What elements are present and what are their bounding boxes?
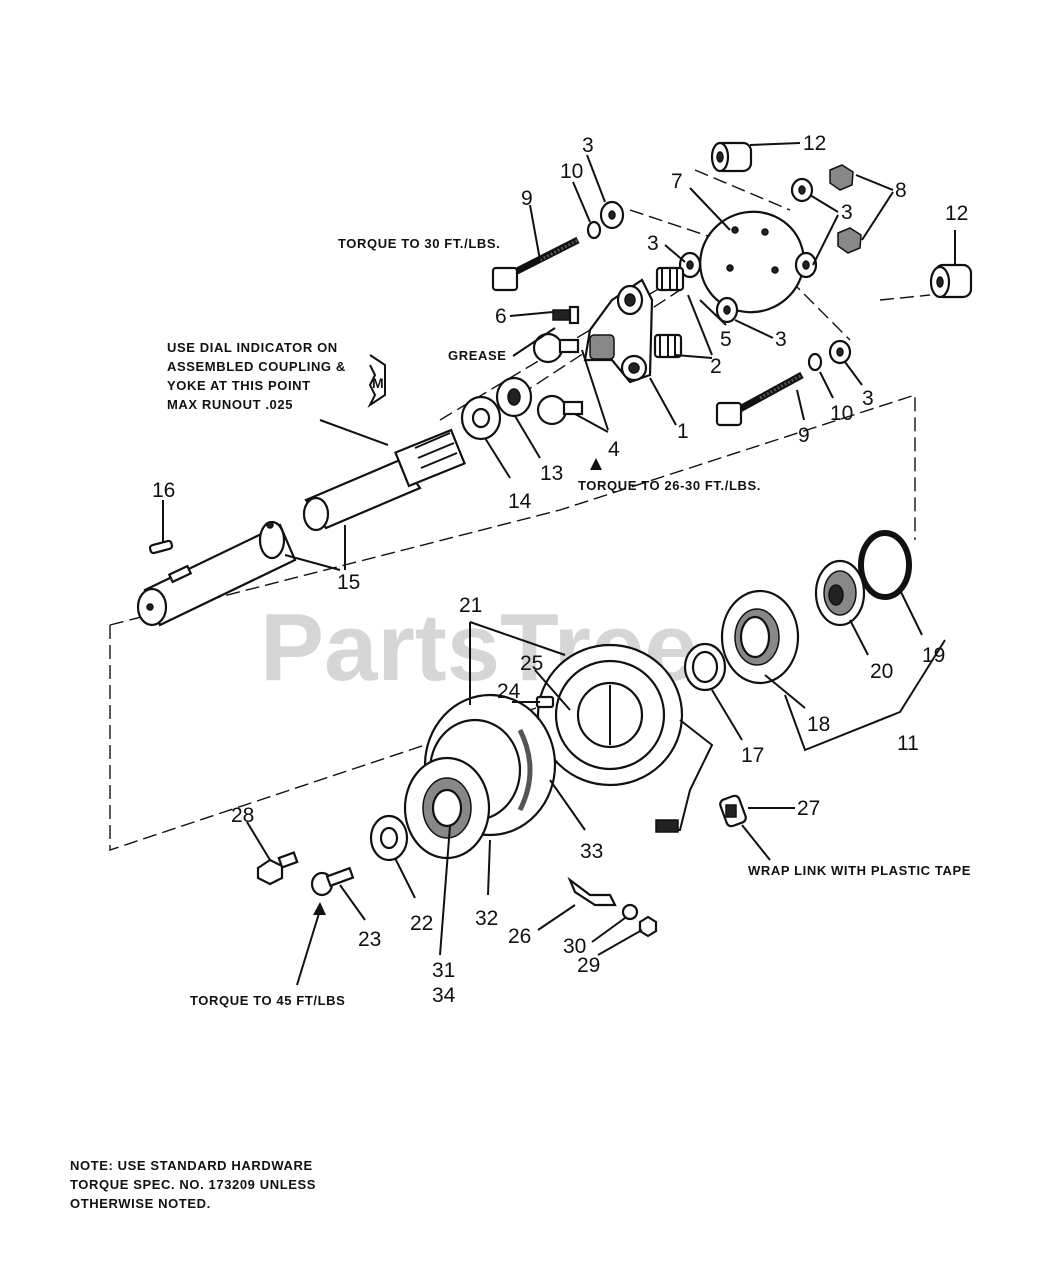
part-26-bracket <box>567 876 617 907</box>
callout-23: 23 <box>358 928 381 951</box>
callout-34: 34 <box>432 984 456 1007</box>
callout-32: 32 <box>475 907 498 930</box>
part-14-washer <box>460 395 502 441</box>
callout-9b: 9 <box>798 424 810 447</box>
m-marker-text: M <box>372 375 384 391</box>
callout-20: 20 <box>870 660 893 683</box>
note-dial-line-2: ASSEMBLED COUPLING & <box>167 359 346 374</box>
annotations: TORQUE TO 30 FT./LBS. GREASE USE DIAL IN… <box>70 236 971 1211</box>
callout-28: 28 <box>231 804 254 827</box>
callout-3e: 3 <box>862 387 874 410</box>
part-30-lockwasher <box>621 903 639 921</box>
callout-10b: 10 <box>830 402 853 425</box>
m-marker-flag: M <box>367 354 386 408</box>
part-4-bolts <box>532 332 584 426</box>
part-10-lockwashers <box>586 220 823 372</box>
part-9-bolt-upper <box>491 236 580 292</box>
callout-17: 17 <box>741 744 764 767</box>
callout-13: 13 <box>540 462 563 485</box>
callout-12a: 12 <box>803 132 826 155</box>
part-7-plate <box>699 210 805 314</box>
note-dial-line-4: MAX RUNOUT .025 <box>167 397 293 412</box>
part-8-nut-upper <box>829 164 854 191</box>
note-torque-45: TORQUE TO 45 FT/LBS <box>190 993 345 1008</box>
part-22-washer <box>369 814 409 862</box>
guide-lines <box>109 169 931 851</box>
part-19-snap-ring <box>858 530 912 600</box>
callout-7: 7 <box>671 170 683 193</box>
note-torque-30: TORQUE TO 30 FT./LBS. <box>338 236 500 251</box>
callout-16: 16 <box>152 479 175 502</box>
part-3-washers <box>599 177 852 365</box>
callout-3a: 3 <box>582 134 594 157</box>
footer-note-line-2: TORQUE SPEC. NO. 173209 UNLESS <box>70 1177 316 1192</box>
note-dial-line-1: USE DIAL INDICATOR ON <box>167 340 338 355</box>
callout-26: 26 <box>508 925 531 948</box>
callout-6: 6 <box>495 305 507 328</box>
part-23-bolt <box>310 866 355 897</box>
part-1-yoke <box>583 278 654 384</box>
callout-27: 27 <box>797 797 820 820</box>
part-33-field-coil <box>536 643 714 833</box>
callout-30: 30 <box>563 935 586 958</box>
part-29-bolt <box>638 915 658 938</box>
part-12-spacer-right <box>929 263 973 299</box>
footer-note-line-3: OTHERWISE NOTED. <box>70 1196 211 1211</box>
callout-29: 29 <box>577 954 600 977</box>
part-18-rotor <box>720 589 800 685</box>
note-grease: GREASE <box>448 348 507 363</box>
note-dial-line-3: YOKE AT THIS POINT <box>167 378 311 393</box>
callout-18: 18 <box>807 713 830 736</box>
callout-3b: 3 <box>841 201 853 224</box>
part-17-spacer <box>683 642 727 692</box>
callout-2: 2 <box>710 355 722 378</box>
callout-21: 21 <box>459 594 482 617</box>
part-9-bolt-lower <box>715 371 804 427</box>
callout-10a: 10 <box>560 160 583 183</box>
footer-note-line-1: NOTE: USE STANDARD HARDWARE <box>70 1158 313 1173</box>
callout-8: 8 <box>895 179 907 202</box>
callout-25: 25 <box>520 652 543 675</box>
note-wrap-link: WRAP LINK WITH PLASTIC TAPE <box>748 863 971 878</box>
part-13-washer <box>495 376 533 418</box>
part-20-bearing <box>814 559 866 627</box>
callout-11: 11 <box>897 732 919 755</box>
callout-12b: 12 <box>945 202 968 225</box>
part-15-coupling <box>302 428 466 532</box>
callout-3d: 3 <box>775 328 787 351</box>
callout-22: 22 <box>410 912 433 935</box>
part-27-connector-link <box>719 794 747 828</box>
leader-lines <box>162 142 956 986</box>
part-16-key <box>148 539 174 555</box>
callout-24: 24 <box>497 680 521 703</box>
callout-33: 33 <box>580 840 603 863</box>
callout-3c: 3 <box>647 232 659 255</box>
callout-15: 15 <box>337 571 360 594</box>
part-6-grease-fitting <box>552 305 580 325</box>
callout-14: 14 <box>508 490 532 513</box>
callout-4: 4 <box>608 438 620 461</box>
part-28-bolt <box>256 851 299 886</box>
callout-labels: 3 10 9 12 7 8 3 12 3 6 5 3 2 1 4 13 14 9… <box>152 132 968 1007</box>
part-32-pulley <box>403 756 491 860</box>
part-12-spacer-upper <box>710 141 753 173</box>
callout-19: 19 <box>922 644 945 667</box>
part-8-nut-lower <box>837 227 862 254</box>
part-15-shaft <box>136 520 297 627</box>
callout-31: 31 <box>432 959 455 982</box>
callout-1: 1 <box>677 420 689 443</box>
callout-9a: 9 <box>521 187 533 210</box>
callout-5: 5 <box>720 328 732 351</box>
part-5-needle-bearings <box>653 266 685 359</box>
note-torque-26-30: TORQUE TO 26-30 FT./LBS. <box>578 478 761 493</box>
